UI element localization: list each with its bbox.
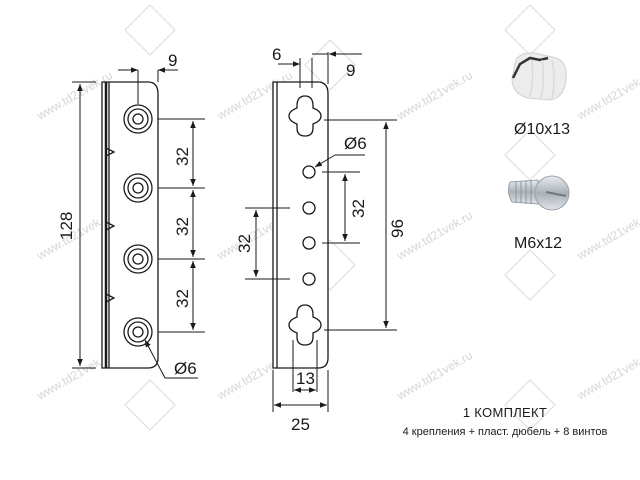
hole-1-icon bbox=[123, 104, 153, 134]
dim-slot-6: 6 bbox=[272, 45, 281, 64]
keyhole-bottom-icon bbox=[288, 304, 322, 346]
hole-2-icon bbox=[123, 173, 153, 203]
logo-diamond-icon bbox=[124, 4, 176, 56]
svg-text:www.td21vek.ru: www.td21vek.ru bbox=[574, 68, 640, 123]
hole-4-icon bbox=[123, 317, 153, 347]
dim-keyhole-13: 13 bbox=[296, 369, 315, 388]
dim-hole-diameter: Ø6 bbox=[344, 134, 367, 153]
dowel-label: Ø10x13 bbox=[514, 121, 570, 138]
dim-distance-96: 96 bbox=[388, 219, 407, 238]
hole-3-icon bbox=[302, 236, 316, 250]
svg-text:www.td21vek.ru: www.td21vek.ru bbox=[574, 348, 640, 403]
keyhole-top-icon bbox=[288, 95, 322, 137]
left-dimension-lines bbox=[72, 67, 205, 379]
kit-title: 1 КОМПЛЕКТ bbox=[462, 405, 548, 420]
plastic-dowel-icon bbox=[511, 52, 567, 101]
dim-spacing-32: 32 bbox=[173, 147, 192, 166]
svg-text:www.td21vek.ru: www.td21vek.ru bbox=[394, 68, 475, 123]
dim-offset-9: 9 bbox=[168, 51, 177, 70]
dim-hole-diameter: Ø6 bbox=[174, 359, 197, 378]
hole-3-icon bbox=[123, 244, 153, 274]
logo-diamond-icon bbox=[504, 129, 556, 181]
screw-label: M6x12 bbox=[514, 235, 562, 252]
logo-diamond-icon bbox=[504, 379, 556, 431]
dim-spacing-32: 32 bbox=[173, 217, 192, 236]
kit-contents: 4 крепления + пласт. дюбель + 8 винтов bbox=[402, 426, 608, 438]
svg-text:www.td21vek.ru: www.td21vek.ru bbox=[574, 208, 640, 263]
dim-spacing-32: 32 bbox=[235, 234, 254, 253]
logo-diamond-icon bbox=[504, 4, 556, 56]
logo-diamond-icon bbox=[304, 39, 356, 91]
logo-diamond-icon bbox=[504, 249, 556, 301]
dim-spacing-32: 32 bbox=[349, 199, 368, 218]
dim-height-128: 128 bbox=[57, 212, 76, 240]
hole-2-icon bbox=[302, 201, 316, 215]
bracket-left bbox=[101, 81, 159, 369]
logo-diamond-icon bbox=[124, 379, 176, 431]
right-dimension-lines bbox=[245, 51, 397, 412]
dim-offset-9: 9 bbox=[346, 61, 355, 80]
svg-text:www.td21vek.ru: www.td21vek.ru bbox=[394, 348, 475, 403]
hole-1-icon bbox=[302, 165, 316, 179]
dim-width-25: 25 bbox=[291, 415, 310, 434]
screw-icon bbox=[507, 175, 570, 211]
dim-spacing-32: 32 bbox=[173, 289, 192, 308]
bracket-right bbox=[272, 81, 329, 369]
hole-4-icon bbox=[302, 272, 316, 286]
